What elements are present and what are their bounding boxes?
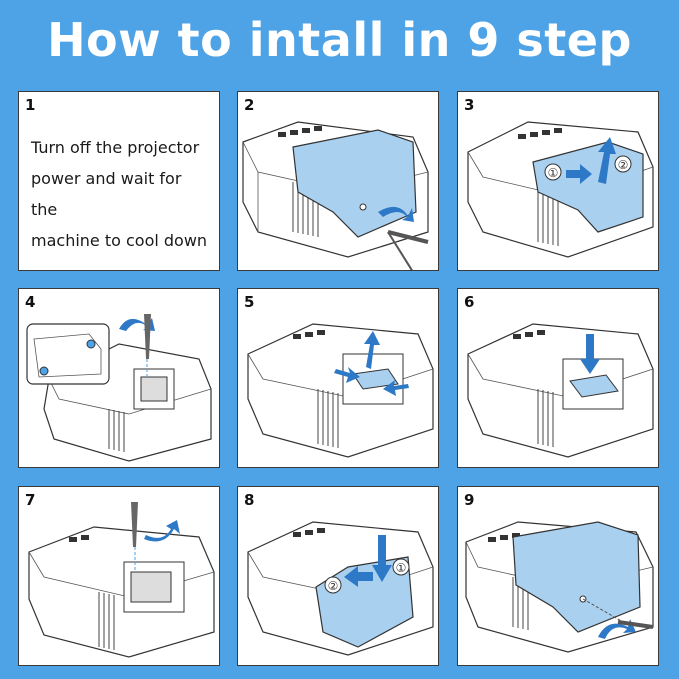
- lamp-cover-highlight: [512, 521, 641, 633]
- rotate-arrow-icon: [598, 619, 636, 639]
- projector-illustration: [26, 314, 212, 462]
- lamp-cover-highlight: [315, 556, 414, 648]
- down-arrow-icon: [372, 535, 392, 582]
- rotate-arrow-icon: [119, 318, 155, 331]
- down-arrow-icon: [580, 334, 600, 374]
- screwdriver-icon: [144, 314, 151, 359]
- lamp-cover-highlight: [532, 141, 644, 233]
- lamp-cover-highlight: [292, 129, 417, 238]
- left-arrow-icon: [344, 566, 373, 587]
- step-1-instruction: Turn off the projector power and wait fo…: [31, 132, 211, 256]
- right-arrow-icon: [566, 164, 592, 184]
- callout-1: ①: [396, 561, 407, 575]
- projector-illustration: [242, 121, 429, 270]
- projector-illustration: [247, 323, 434, 458]
- step-panel-8: 8 ② ①: [237, 486, 439, 666]
- instruction-line: power and wait for the: [31, 169, 182, 219]
- lamp-module: [352, 368, 399, 390]
- step-number: 1: [25, 96, 36, 114]
- projector-illustration: ① ②: [467, 121, 654, 258]
- left-arrow-icon: [383, 380, 409, 396]
- step-panel-6: 6: [457, 288, 659, 468]
- callout-1: ①: [548, 166, 559, 180]
- step-number: 2: [244, 96, 255, 114]
- step-number: 8: [244, 491, 255, 509]
- projector-illustration: [467, 323, 654, 458]
- lamp-module: [569, 374, 619, 398]
- projector-illustration: ② ①: [247, 521, 434, 656]
- step-number: 6: [464, 293, 475, 311]
- step-number: 4: [25, 293, 36, 311]
- step-number: 9: [464, 491, 475, 509]
- step-number: 7: [25, 491, 36, 509]
- callout-2: ②: [618, 158, 629, 172]
- step-panel-3: 3 ① ②: [457, 91, 659, 271]
- step-panel-4: 4: [18, 288, 220, 468]
- lamp-module: [130, 571, 172, 603]
- up-arrow-icon: [364, 331, 380, 369]
- step-panel-1: 1 Turn off the projector power and wait …: [18, 91, 220, 271]
- rotate-arrow-icon: [144, 520, 180, 542]
- up-arrow-icon: [598, 137, 616, 184]
- page-title: How to intall in 9 step: [47, 13, 632, 67]
- instruction-line: Turn off the projector: [31, 138, 200, 157]
- step-number: 5: [244, 293, 255, 311]
- step-panel-5: 5: [237, 288, 439, 468]
- zoom-inset: [26, 323, 110, 385]
- screwdriver-icon: [131, 502, 138, 547]
- callout-2: ②: [328, 579, 339, 593]
- step-panel-9: 9: [457, 486, 659, 666]
- right-arrow-icon: [334, 367, 360, 383]
- step-panel-7: 7: [18, 486, 220, 666]
- step-number: 3: [464, 96, 475, 114]
- projector-illustration: [28, 502, 215, 658]
- screwdriver-icon: [617, 620, 654, 629]
- instruction-line: machine to cool down: [31, 231, 208, 250]
- step-panel-2: 2: [237, 91, 439, 271]
- projector-illustration: [465, 521, 654, 653]
